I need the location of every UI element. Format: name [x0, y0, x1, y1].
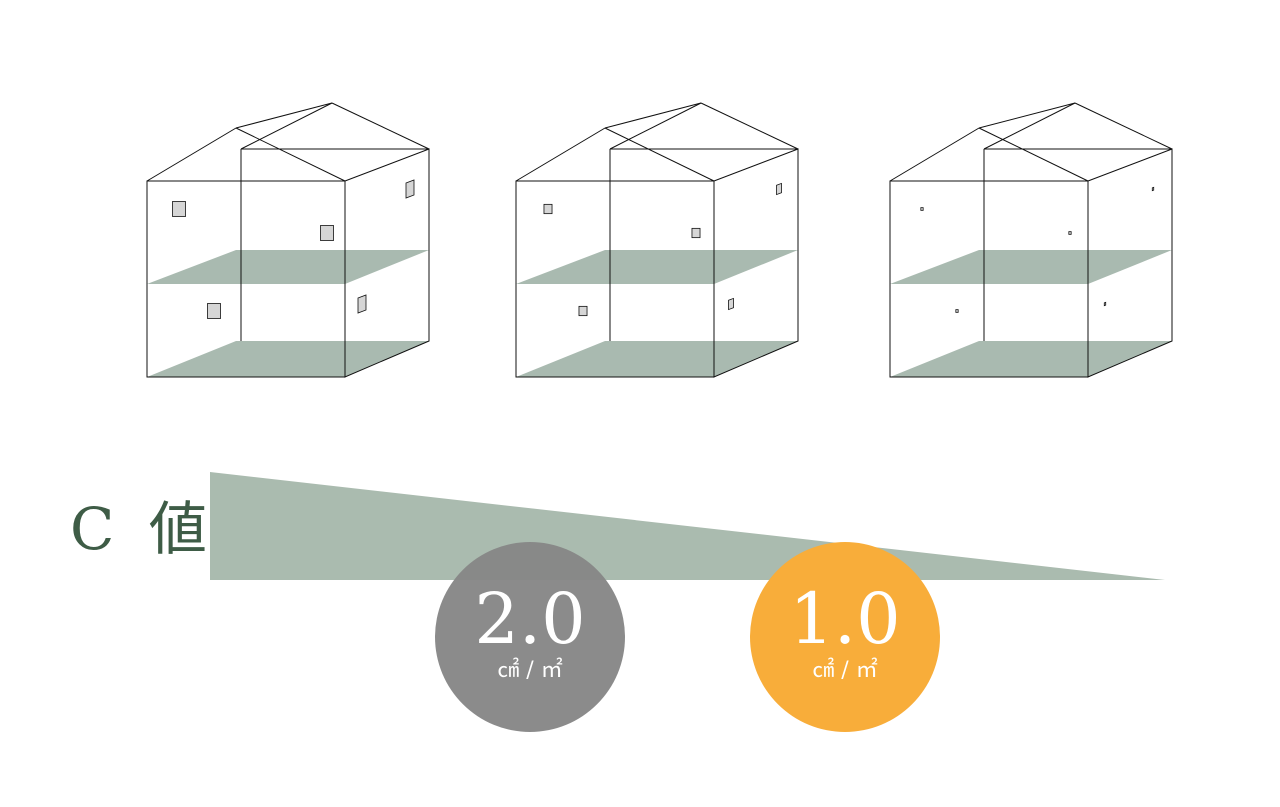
badge-1-0: 1.0 ㎠ / ㎡ [750, 542, 940, 732]
gap-front-2 [1068, 231, 1072, 235]
upper-floor [147, 250, 429, 284]
gap-front-1 [920, 207, 924, 211]
roof-ridge [978, 102, 1076, 129]
ground-floor [890, 341, 1172, 377]
gap-front-3 [955, 309, 959, 313]
side-wall [713, 148, 799, 378]
roof-front-right [978, 127, 1089, 182]
gap-front-3 [578, 305, 588, 317]
badge-value: 2.0 [474, 578, 586, 660]
side-wall [1087, 148, 1173, 378]
gap-side-1 [776, 182, 782, 196]
badge-unit: ㎠ / ㎡ [497, 658, 563, 683]
c-value-label: C 値 [70, 495, 215, 563]
gap-side-2 [357, 294, 367, 314]
house-small-gaps [889, 102, 1173, 378]
badge-unit: ㎠ / ㎡ [812, 658, 878, 683]
roof-front-left [146, 127, 237, 182]
roof-back-right [331, 102, 430, 150]
roof-back-right [1074, 102, 1173, 150]
gap-front-1 [543, 203, 553, 215]
gap-side-2 [1103, 301, 1107, 307]
gap-side-1 [405, 179, 415, 199]
gap-front-2 [691, 227, 701, 239]
gap-front-2 [320, 225, 334, 241]
gap-side-2 [728, 297, 734, 311]
c-value-wedge [210, 472, 1165, 580]
gap-front-1 [172, 201, 186, 217]
ground-floor [516, 341, 798, 377]
gap-front-3 [207, 303, 221, 319]
roof-front-left [515, 127, 606, 182]
roof-back-right [700, 102, 799, 150]
roof-ridge [235, 102, 333, 129]
roof-front-right [604, 127, 715, 182]
side-wall [344, 148, 430, 378]
upper-floor [516, 250, 798, 284]
badge-2-0: 2.0 ㎠ / ㎡ [435, 542, 625, 732]
roof-front-right [235, 127, 346, 182]
house-large-gaps [146, 102, 430, 378]
houses-row [146, 102, 1173, 378]
roof-front-left [889, 127, 980, 182]
badge-value: 1.0 [789, 578, 901, 660]
gap-side-1 [1151, 186, 1155, 192]
house-medium-gaps [515, 102, 799, 378]
roof-back-left [240, 102, 333, 150]
upper-floor [890, 250, 1172, 284]
ground-floor [147, 341, 429, 377]
roof-back-left [609, 102, 702, 150]
roof-back-left [983, 102, 1076, 150]
roof-ridge [604, 102, 702, 129]
